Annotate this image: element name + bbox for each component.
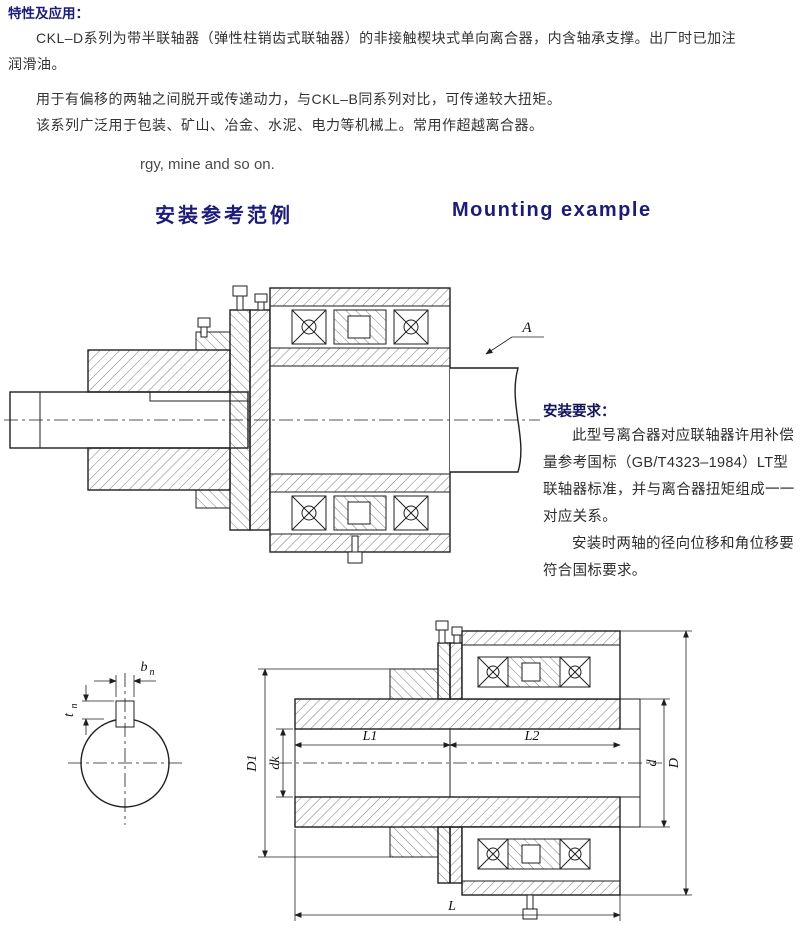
dim-label-L: L bbox=[447, 899, 456, 914]
bolt-bottom bbox=[347, 535, 363, 564]
intro-title: 特性及应用： bbox=[8, 6, 89, 21]
dim-label-L1: L1 bbox=[362, 729, 378, 744]
dim-d: d bbox=[640, 698, 670, 828]
dim-L2: L2 bbox=[449, 729, 621, 748]
heading-english: Mounting example bbox=[452, 199, 652, 221]
bolt-top-2 bbox=[451, 626, 463, 644]
bearing-bottom-right bbox=[393, 495, 429, 531]
bolt-top-1 bbox=[232, 285, 248, 311]
intro-line-1: CKL–D系列为带半联轴器（弹性柱销齿式联轴器）的非接触楔块式单向离合器，内含轴… bbox=[36, 30, 737, 46]
bolt-top-1 bbox=[435, 620, 449, 644]
dim-L1: L1 bbox=[294, 729, 451, 748]
dim-label-t: t bbox=[62, 712, 77, 717]
mounting-example-drawing: A bbox=[4, 285, 544, 564]
dim-L: L bbox=[294, 829, 621, 921]
section-letter: A bbox=[521, 320, 532, 336]
dim-label-D1: D1 bbox=[245, 754, 260, 772]
section-label: A bbox=[485, 320, 544, 355]
dim-D: D bbox=[620, 630, 692, 896]
bolt-top-2 bbox=[254, 293, 268, 311]
english-fragment: rgy, mine and so on. bbox=[140, 156, 275, 173]
install-note: 安装要求： 此型号离合器对应联轴器许用补偿量参考国标（GB/T4323–1984… bbox=[543, 400, 798, 585]
dim-label-t-sub: n bbox=[69, 704, 80, 709]
dimension-drawing: b n t n bbox=[62, 620, 692, 921]
coupling-hub bbox=[87, 317, 231, 509]
shaft-end-view bbox=[68, 673, 182, 825]
dim-label-D: D bbox=[667, 758, 682, 769]
dim-dk: dk bbox=[268, 728, 293, 798]
housing-bottom bbox=[461, 826, 621, 896]
dim-label-b: b bbox=[141, 660, 148, 675]
dim-bn: b n bbox=[94, 660, 156, 697]
intro-line-4: 该系列广泛用于包装、矿山、冶金、水泥、电力等机械上。常用作超越离合器。 bbox=[36, 117, 544, 133]
install-note-para-1: 此型号离合器对应联轴器许用补偿量参考国标（GB/T4323–1984）LT型联轴… bbox=[543, 428, 795, 525]
install-note-para-2: 安装时两轴的径向位移和角位移要符合国标要求。 bbox=[543, 536, 794, 579]
sprag-bottom bbox=[333, 495, 387, 531]
intro-line-2: 润滑油。 bbox=[8, 56, 66, 72]
housing-top bbox=[461, 630, 621, 700]
heading-chinese: 安装参考范例 bbox=[155, 205, 293, 227]
dim-label-d: d bbox=[645, 759, 660, 767]
bearing-bottom-left bbox=[291, 495, 327, 531]
dim-tn: t n bbox=[62, 685, 114, 735]
coupling-flange bbox=[389, 642, 463, 884]
dim-label-L2: L2 bbox=[524, 729, 540, 744]
sprag-top bbox=[333, 309, 387, 345]
intro-section: 特性及应用： CKL–D系列为带半联轴器（弹性柱销齿式联轴器）的非接触楔块式单向… bbox=[8, 2, 796, 138]
intro-line-3: 用于有偏移的两轴之间脱开或传递动力，与CKL–B同系列对比，可传递较大扭矩。 bbox=[36, 91, 562, 107]
dim-label-b-sub: n bbox=[150, 667, 155, 678]
dim-D1: D1 bbox=[245, 668, 390, 858]
install-note-title: 安装要求： bbox=[543, 404, 616, 420]
bolt-bottom bbox=[522, 894, 538, 920]
bearing-top-right bbox=[393, 309, 429, 345]
bearing-top-left bbox=[291, 309, 327, 345]
dim-label-dk: dk bbox=[268, 756, 283, 770]
